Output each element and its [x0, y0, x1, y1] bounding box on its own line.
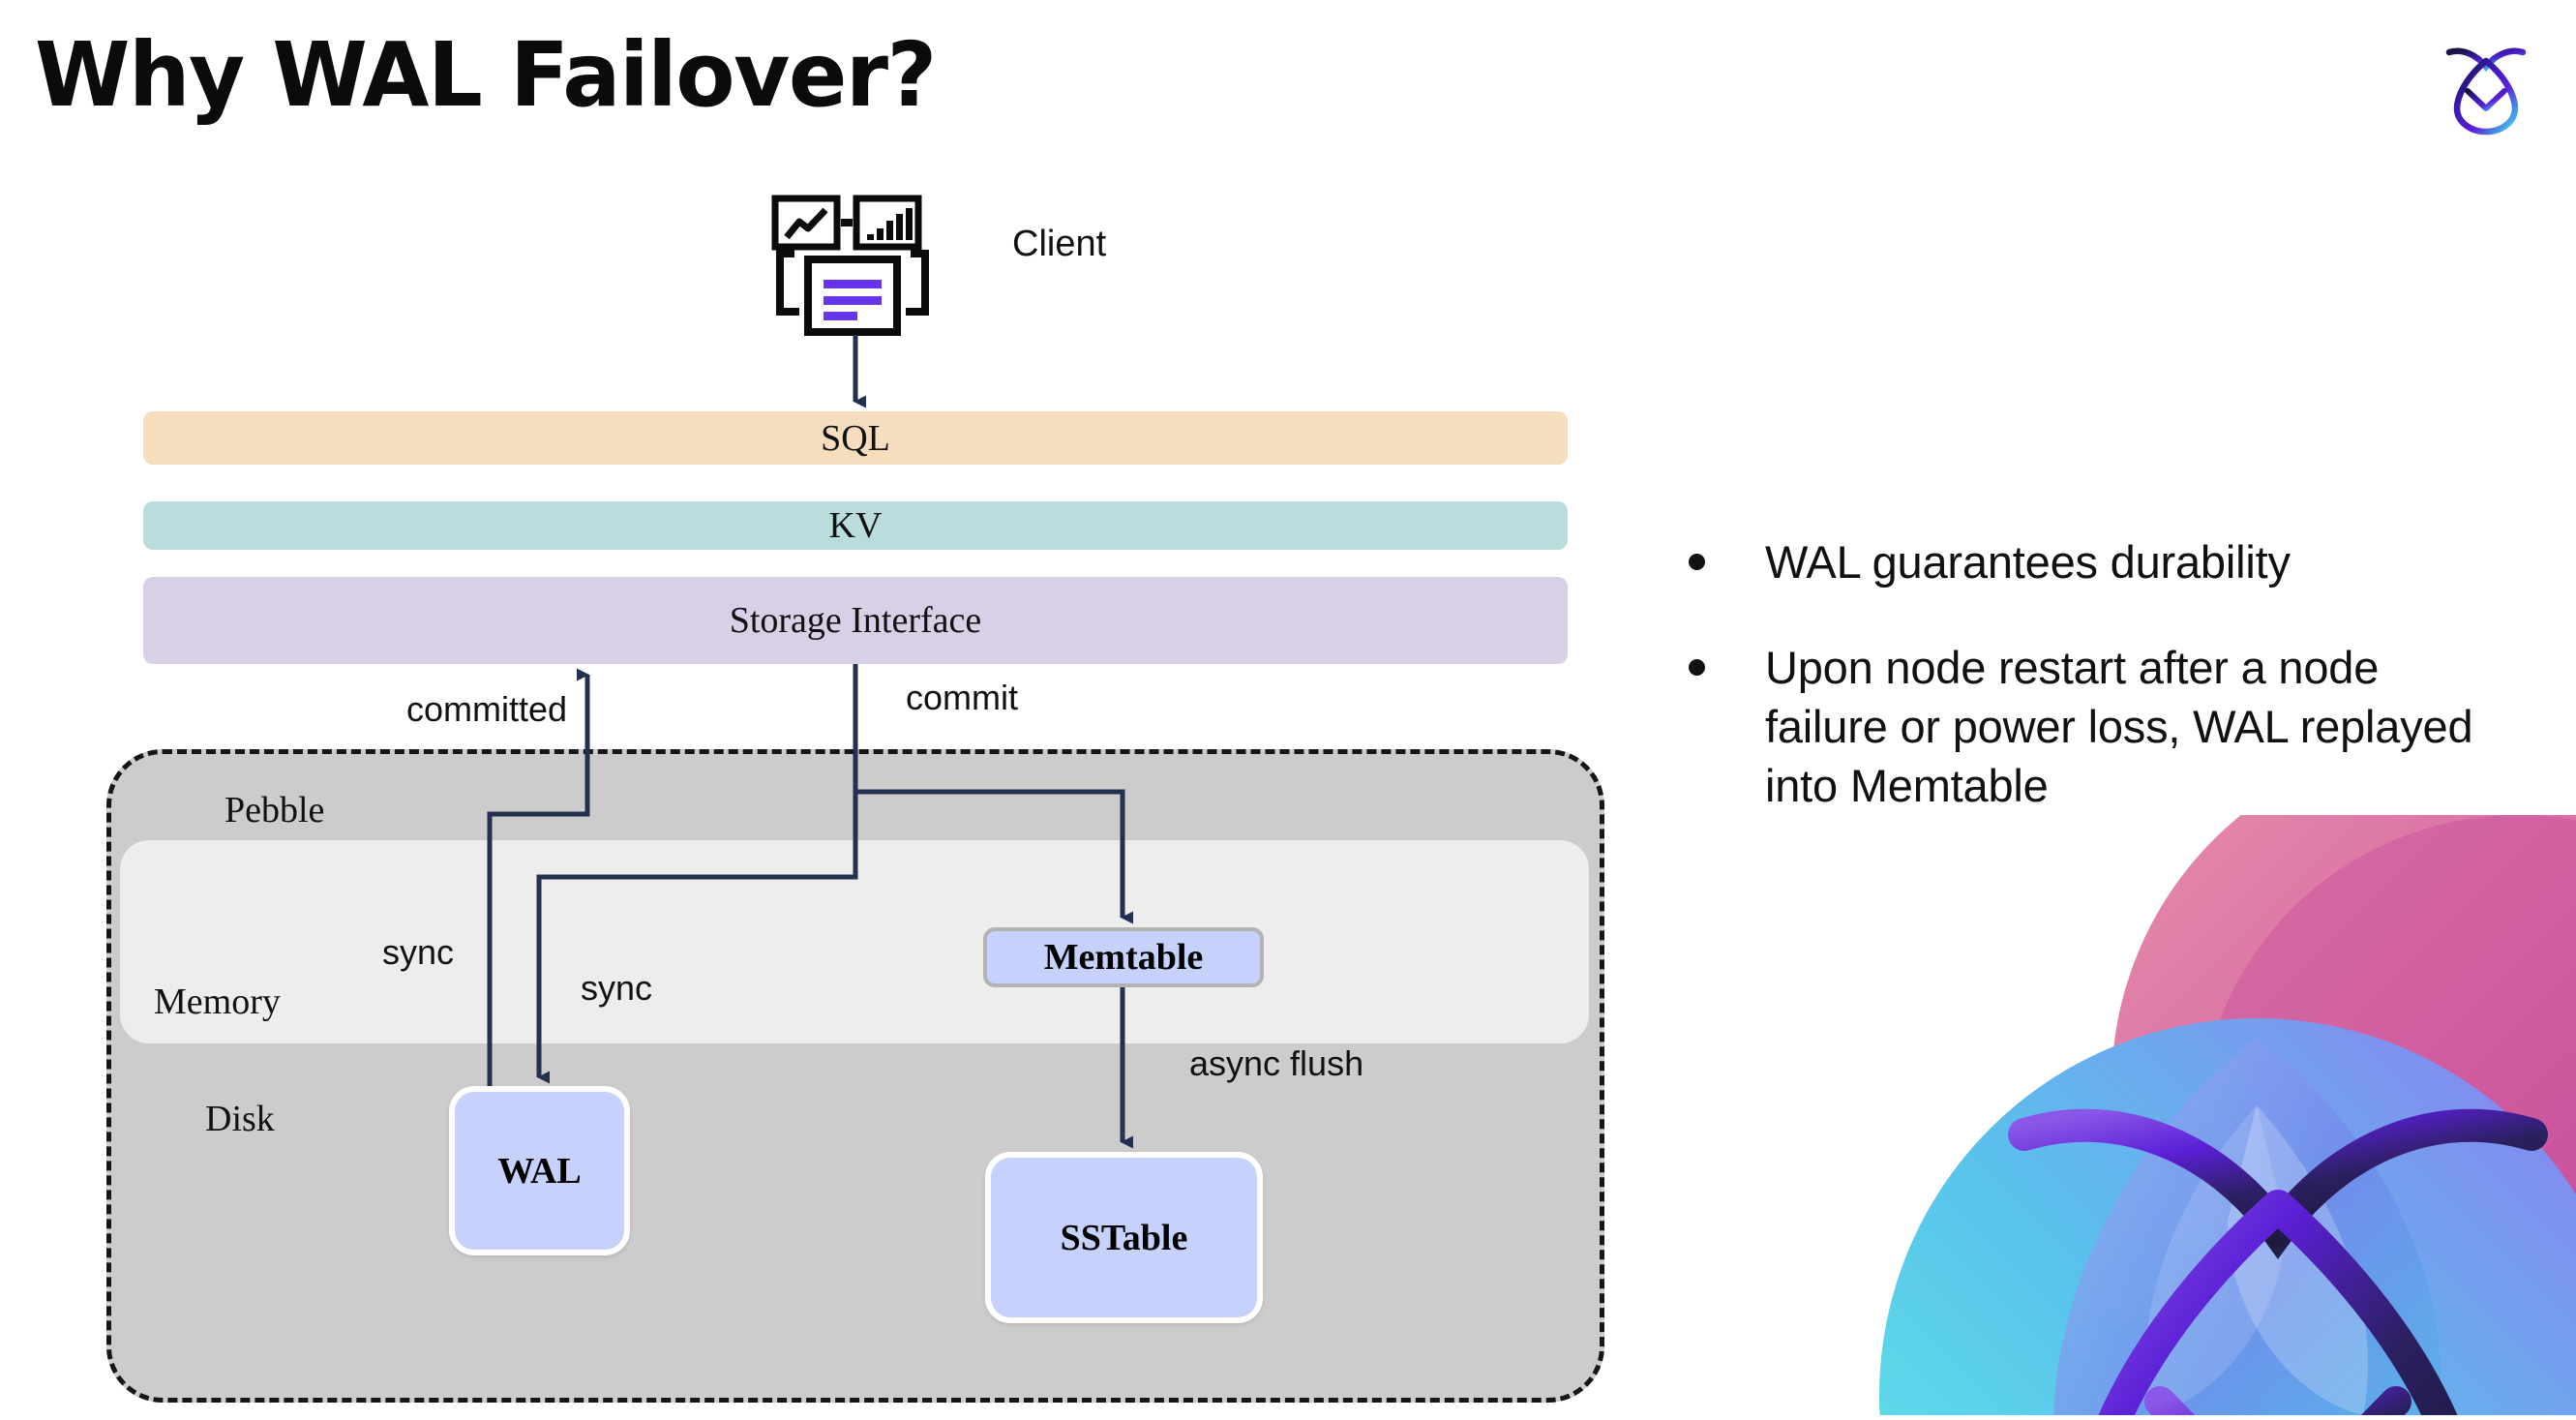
- page-title: Why WAL Failover?: [35, 23, 937, 127]
- node-sstable: SSTable: [985, 1152, 1263, 1323]
- layer-label-kv: KV: [828, 505, 883, 546]
- disk-label: Disk: [205, 1099, 275, 1139]
- bullet-list: WAL guarantees durability Upon node rest…: [1689, 532, 2511, 861]
- pebble-label: Pebble: [225, 790, 325, 831]
- bullet-text: Upon node restart after a node failure o…: [1765, 642, 2473, 812]
- layer-bar-kv: KV: [143, 501, 1568, 550]
- edge-label-sync-wal: sync: [382, 932, 455, 972]
- memory-label: Memory: [154, 982, 281, 1022]
- architecture-diagram: Client SQL KV Storage Interface Pebble M…: [106, 194, 1604, 1403]
- node-wal: WAL: [449, 1086, 630, 1255]
- bullet-dot-icon: [1689, 554, 1705, 570]
- client-label: Client: [1012, 224, 1107, 264]
- client-dashboard-icon: [769, 194, 936, 339]
- node-label-memtable: Memtable: [1043, 937, 1204, 978]
- list-item: Upon node restart after a node failure o…: [1689, 638, 2511, 815]
- bullet-text: WAL guarantees durability: [1765, 536, 2291, 588]
- edge-label-sync-commit: sync: [581, 968, 653, 1008]
- node-label-wal: WAL: [497, 1150, 582, 1192]
- cockroachdb-watermark-icon: [1841, 815, 2576, 1415]
- cockroachdb-logo-icon: [2433, 31, 2539, 137]
- edge-label-commit: commit: [906, 678, 1018, 717]
- layer-label-sql: SQL: [821, 417, 890, 459]
- diagram-connectors: [487, 335, 1133, 1149]
- node-memtable: Memtable: [983, 927, 1264, 987]
- node-label-sstable: SSTable: [1060, 1217, 1188, 1258]
- edge-label-committed: committed: [406, 689, 568, 729]
- layer-label-storage: Storage Interface: [729, 600, 982, 641]
- bullet-dot-icon: [1689, 659, 1705, 677]
- list-item: WAL guarantees durability: [1689, 532, 2511, 591]
- layer-bar-storage: Storage Interface: [143, 577, 1568, 664]
- layer-bar-sql: SQL: [143, 411, 1568, 465]
- edge-label-async-flush: async flush: [1189, 1043, 1364, 1083]
